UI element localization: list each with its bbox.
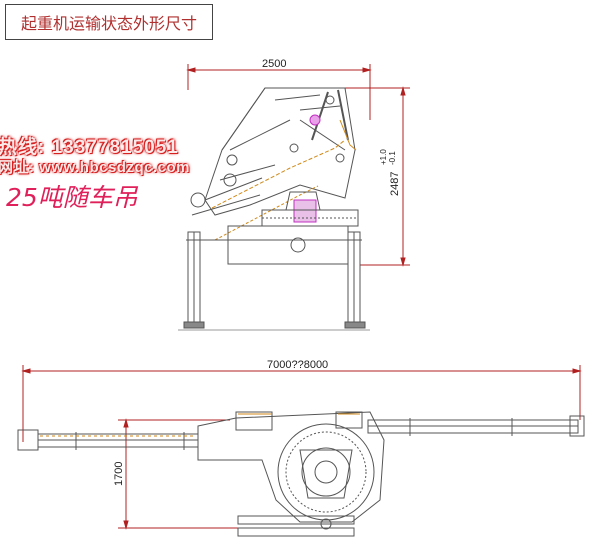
watermark-product: 25吨随车吊 [6,183,138,212]
watermark-hotline: 热线: 13377815051 [0,137,179,158]
height-tolerance-minus: -0.1 [388,151,397,165]
base-width-dimension [118,418,240,530]
base-width-dimension-label: 1700 [113,462,125,486]
height-dimension-label: 2487 [389,172,401,196]
width-dimension-label: 2500 [262,58,286,70]
height-tolerance-plus: +1.0 [379,149,388,165]
length-dimension-label: 7000??8000 [267,359,328,371]
watermark-website: 网址: www.hbcsdzqc.com [0,159,190,176]
plan-view: 7000??8000 1700 [17,359,585,537]
height-dimension [345,86,410,267]
width-dimension [186,64,372,120]
side-elevation-view: 2500 2487 +1.0 -0.1 [178,58,410,331]
drawing-title: 起重机运输状态外形尺寸 [5,4,213,40]
length-dimension [21,365,582,442]
